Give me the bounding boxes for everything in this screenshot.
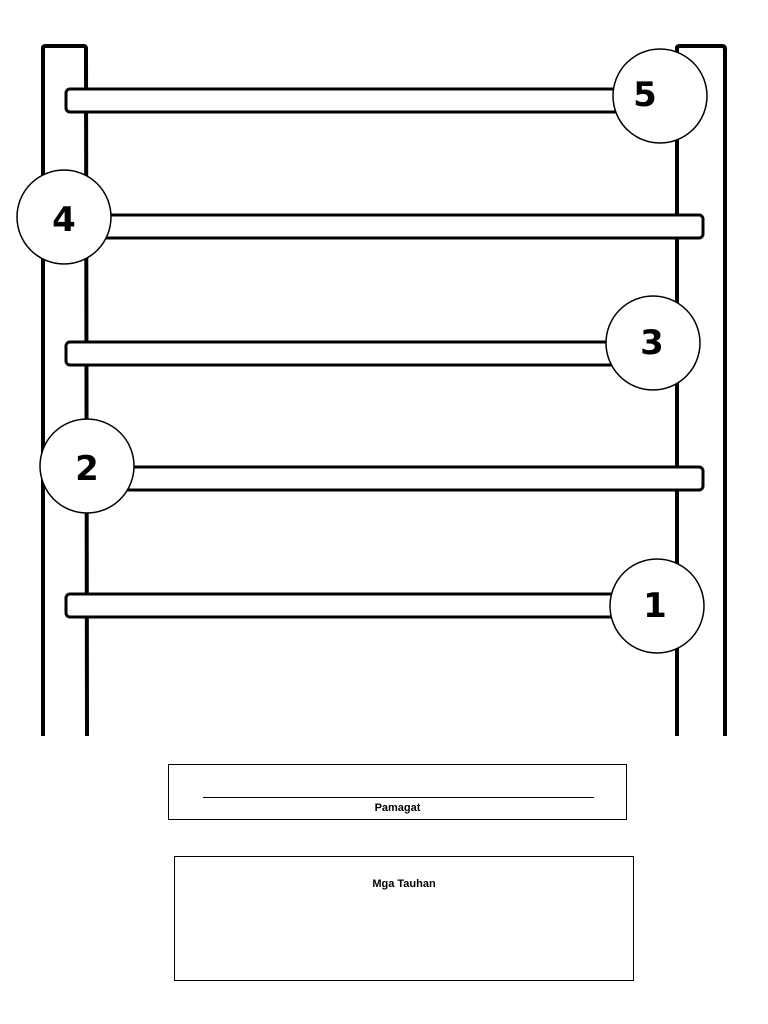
title-label: Pamagat — [374, 802, 421, 814]
rung-5: 5 — [64, 48, 708, 144]
rung-circle — [609, 558, 705, 654]
rung-3: 3 — [64, 295, 701, 391]
rung-number: 4 — [52, 200, 76, 240]
rung-number: 3 — [640, 323, 664, 363]
characters-box: Mga Tauhan — [174, 856, 634, 981]
rung-bar — [90, 213, 705, 240]
characters-label: Mga Tauhan — [372, 878, 436, 890]
rung-circle — [39, 418, 135, 514]
rung-bar — [64, 340, 648, 367]
rung-bar — [64, 592, 648, 619]
right-rail — [675, 44, 727, 736]
rung-number: 5 — [633, 75, 657, 115]
rung-1: 1 — [64, 558, 705, 654]
left-rail — [41, 44, 89, 737]
rung-number: 1 — [643, 586, 667, 626]
rung-bar — [64, 87, 648, 114]
ladder-diagram: 5 4 3 2 1 — [16, 44, 727, 737]
rung-2: 2 — [39, 418, 705, 514]
title-box: Pamagat — [168, 764, 627, 820]
rung-circle — [16, 169, 112, 265]
rung-circle — [612, 48, 708, 144]
title-write-line — [203, 797, 594, 798]
rung-4: 4 — [16, 169, 705, 265]
rung-bar — [110, 465, 705, 492]
rung-number: 2 — [75, 449, 99, 489]
rung-circle — [605, 295, 701, 391]
